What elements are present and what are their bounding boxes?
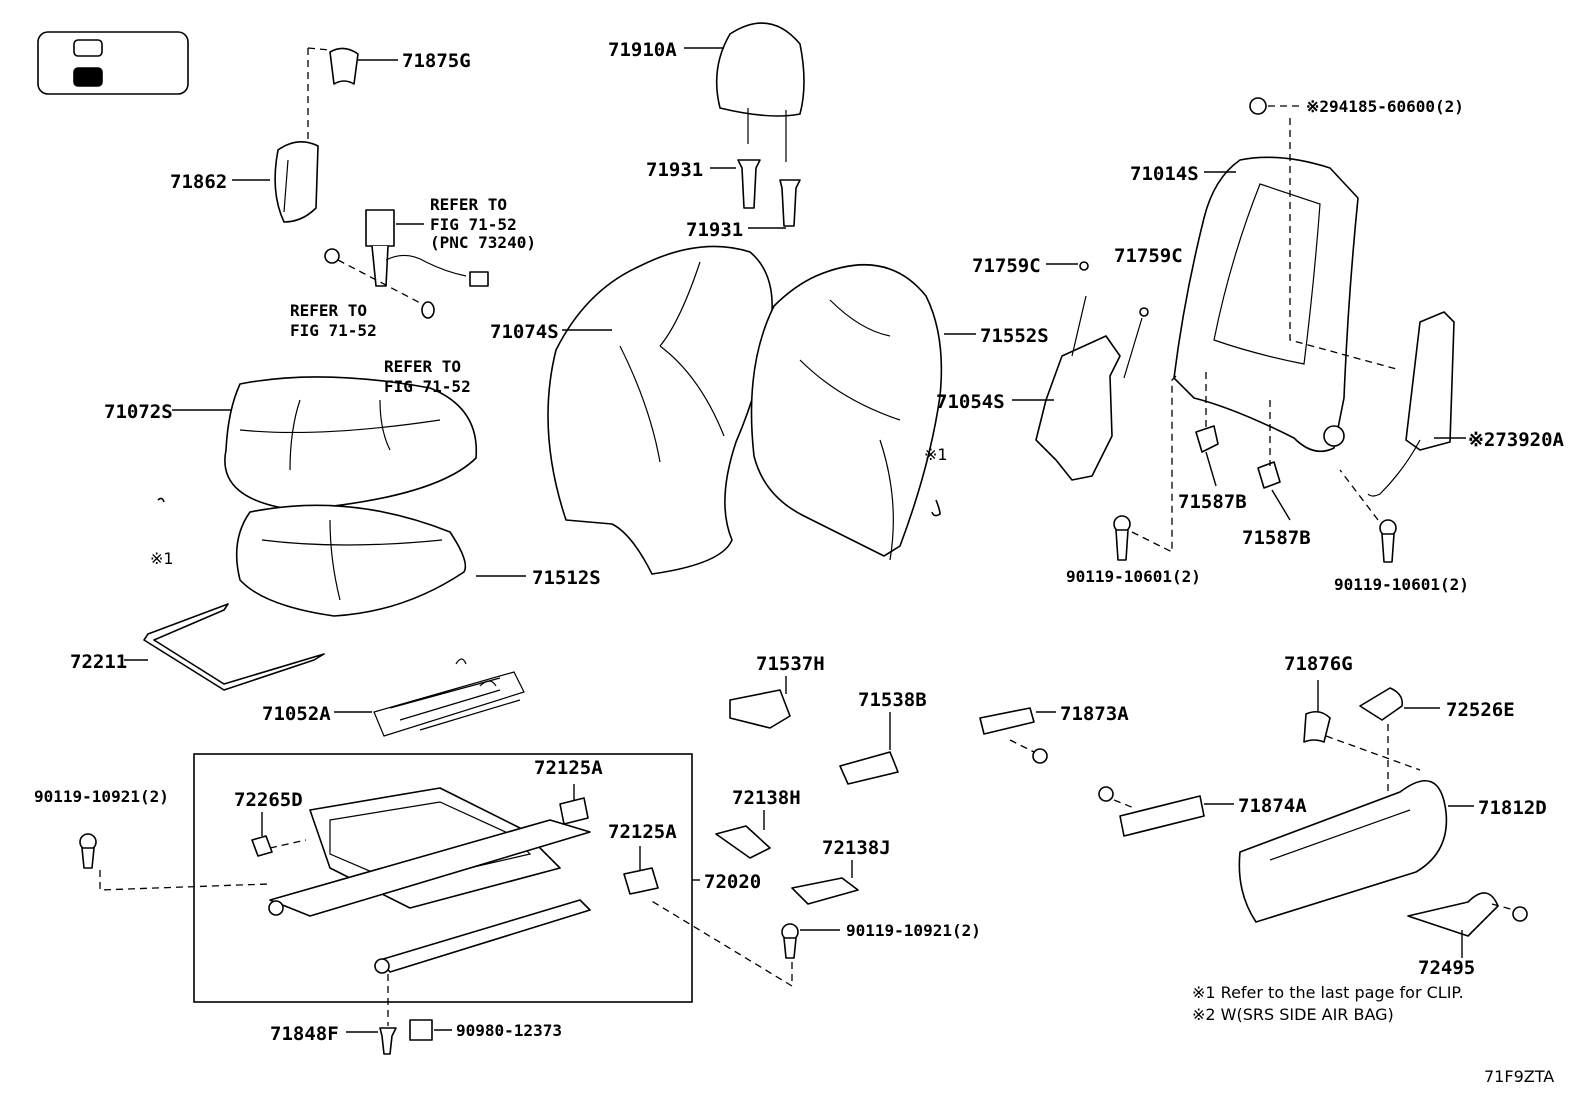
part-72138H [715,810,771,859]
label-72265D: 72265D [234,789,303,811]
label-90119-10601-a: 90119-10601(2) [1066,567,1201,586]
mark-1-a: ※1 [924,445,948,464]
part-71873A [979,707,1056,764]
label-71072S: 71072S [104,401,173,423]
part-90980-12373 [409,1019,452,1041]
label-71862: 71862 [170,171,227,193]
part-71512S [157,497,526,617]
mark-1-b: ※1 [150,549,174,568]
part-72125A [559,784,659,895]
label-73920A: ※273920A [1468,429,1565,451]
label-71014S: 71014S [1130,163,1199,185]
part-71910A [684,22,805,162]
label-71931-a: 71931 [646,159,703,181]
label-71876G: 71876G [1284,653,1353,675]
box-72020 [193,753,700,1003]
part-71875G [307,47,398,160]
label-71538B: 71538B [858,689,927,711]
label-71052A: 71052A [262,703,331,725]
part-90119-10921-left [79,833,269,891]
label-71848F: 71848F [270,1023,339,1045]
note-2: ※2 W(SRS SIDE AIR BAG) [1192,1005,1394,1024]
label-71910A: 71910A [608,39,677,61]
part-73920A [1367,311,1466,497]
label-72125A-a: 72125A [534,757,603,779]
label-71074S: 71074S [490,321,559,343]
label-71759C-a: 71759C [972,255,1041,277]
part-71587B [1195,372,1291,521]
part-71537H [729,676,791,729]
label-71874A: 71874A [1238,795,1307,817]
part-72138J [791,860,859,905]
label-71931-b: 71931 [686,219,743,241]
label-71875G: 71875G [402,50,471,72]
label-72020: 72020 [704,871,761,893]
filled-box-icon [73,67,103,87]
refer-to-fig-1c: (PNC 73240) [430,233,536,252]
label-71812D: 71812D [1478,797,1547,819]
label-90980-12373: 90980-12373 [456,1021,562,1040]
part-71876G [1303,680,1331,743]
part-72495 [1407,892,1528,958]
figure-code: 71F9ZTA [1484,1067,1554,1086]
label-72138J: 72138J [822,837,891,859]
part-71812D [1238,735,1474,923]
label-90119-10921-a: 90119-10921(2) [34,787,169,806]
refer-to-fig-1b: FIG 71-52 [430,215,517,234]
label-71587B-b: 71587B [1242,527,1311,549]
part-71931 [710,159,801,229]
part-71052A [334,658,525,737]
label-71054S: 71054S [936,391,1005,413]
label-71512S: 71512S [532,567,601,589]
note-1: ※1 Refer to the last page for CLIP. [1192,983,1464,1002]
part-71552S [750,264,976,561]
label-72211: 72211 [70,651,127,673]
part-71874A [1098,786,1234,837]
part-90119-10921-right [649,899,840,988]
label-72495: 72495 [1418,957,1475,979]
part-72020-adjuster [268,787,591,974]
label-71759C-b: 71759C [1114,245,1183,267]
label-71873A: 71873A [1060,703,1129,725]
part-seat-belt-buckle [324,209,489,319]
label-71552S: 71552S [980,325,1049,347]
part-72526E [1359,687,1440,800]
part-71072S [172,376,478,511]
part-71848F [346,974,397,1055]
refer-to-fig-1a: REFER TO [430,195,507,214]
legend [37,31,189,95]
part-71014S [1173,97,1401,453]
open-box-icon [73,39,103,57]
part-71054S [1012,261,1149,481]
part-72265D [251,812,307,857]
refer-to-fig-2a: REFER TO [290,301,367,320]
label-71537H: 71537H [756,653,825,675]
refer-to-fig-3b: FIG 71-52 [384,377,471,396]
part-90119-10601 [1113,375,1397,563]
label-90119-10601-b: 90119-10601(2) [1334,575,1469,594]
part-71862 [232,141,319,223]
part-71538B [839,712,899,785]
part-71074S [547,245,773,575]
label-71587B-a: 71587B [1178,491,1247,513]
label-90119-10921-b: 90119-10921(2) [846,921,981,940]
refer-to-fig-2b: FIG 71-52 [290,321,377,340]
label-72125A-b: 72125A [608,821,677,843]
part-72211 [124,603,325,691]
label-72138H: 72138H [732,787,801,809]
label-72526E: 72526E [1446,699,1515,721]
label-94185-60600: ※294185-60600(2) [1306,97,1464,116]
refer-to-fig-3a: REFER TO [384,357,461,376]
